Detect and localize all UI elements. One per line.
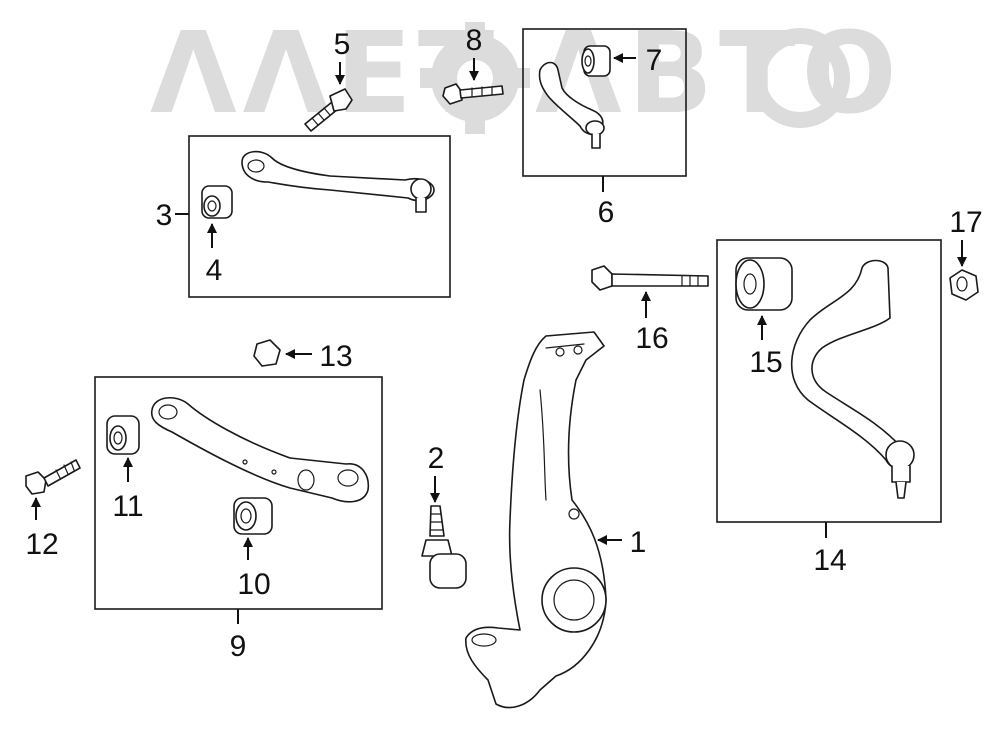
part-16-long-bolt [591, 265, 709, 291]
part-4-bushing [201, 185, 233, 219]
part-12-bolt [25, 459, 81, 495]
part-15-bushing [735, 257, 793, 311]
callout-9: 9 [230, 630, 247, 663]
callout-13: 13 [319, 340, 352, 373]
callout-16: 16 [635, 322, 668, 355]
part-17-nut [949, 269, 979, 301]
callout-17: 17 [949, 206, 982, 239]
part-11-bushing [106, 415, 140, 455]
callout-5: 5 [334, 28, 351, 61]
part-13-nut [253, 339, 281, 367]
part-8-bolt [442, 83, 504, 105]
callout-15: 15 [749, 346, 782, 379]
part-1-steering-knuckle [465, 331, 607, 709]
callout-3: 3 [156, 199, 173, 232]
callout-11: 11 [112, 490, 143, 523]
group-box-3 [188, 135, 451, 298]
part-14-control-arm [790, 259, 915, 499]
callout-7: 7 [646, 44, 663, 77]
part-3-control-arm [241, 150, 435, 213]
part-6-upper-link [538, 61, 605, 149]
callout-2: 2 [428, 442, 445, 475]
leader-lines [31, 53, 967, 624]
part-10-bushing [233, 497, 273, 535]
part-7-bushing [581, 45, 611, 77]
group-box-6 [522, 28, 687, 177]
part-2-ball-joint [421, 505, 467, 589]
part-9-lower-link [150, 397, 370, 503]
callout-8: 8 [466, 24, 483, 57]
callout-14: 14 [813, 544, 846, 577]
callout-1: 1 [630, 526, 647, 559]
callout-4: 4 [206, 254, 223, 287]
callout-12: 12 [25, 528, 58, 561]
callout-10: 10 [237, 568, 270, 601]
callout-6: 6 [598, 196, 615, 229]
part-5-bolt [304, 88, 353, 132]
group-box-14 [716, 239, 942, 523]
